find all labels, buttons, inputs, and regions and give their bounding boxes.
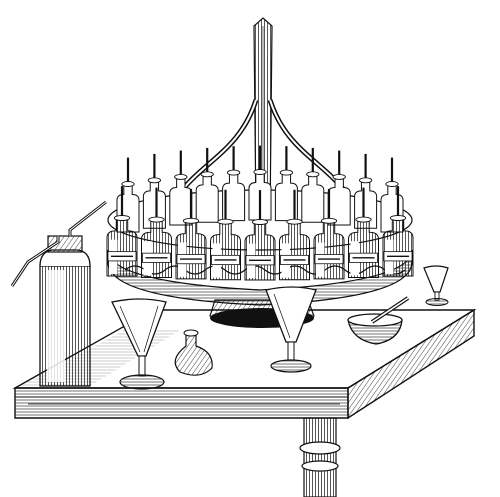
table-side-apron bbox=[347, 308, 475, 420]
table-leg bbox=[303, 417, 337, 497]
wash-bottle-tube-short bbox=[68, 200, 107, 236]
reagent-bottle bbox=[327, 150, 351, 226]
reagent-bottle bbox=[348, 187, 379, 279]
reagent-bottle bbox=[210, 189, 241, 281]
reagent-bottle bbox=[354, 153, 378, 229]
reagent-bottle bbox=[169, 150, 193, 226]
reagent-bottle bbox=[301, 147, 325, 223]
wash-bottle bbox=[10, 200, 107, 387]
small-flask bbox=[174, 329, 213, 376]
reagent-bottle bbox=[382, 186, 414, 277]
reagent-bottle bbox=[222, 146, 246, 222]
reagent-bottle bbox=[106, 186, 138, 277]
conical-glass-right bbox=[423, 265, 449, 306]
reagent-bottle bbox=[195, 147, 219, 223]
conical-glass-center bbox=[265, 286, 317, 373]
reagent-bottle bbox=[274, 146, 298, 222]
reagent-bottle bbox=[141, 187, 172, 279]
reagent-bottle bbox=[279, 189, 310, 281]
reagent-bottles bbox=[106, 145, 414, 281]
conical-glass-left bbox=[111, 298, 167, 390]
reagent-bottle bbox=[313, 188, 345, 280]
table-front-apron bbox=[14, 387, 349, 419]
reagent-bottle bbox=[175, 188, 207, 280]
reagent-bottle bbox=[244, 190, 276, 281]
mortar-and-pestle bbox=[347, 296, 410, 345]
reagent-bottle bbox=[142, 153, 166, 229]
